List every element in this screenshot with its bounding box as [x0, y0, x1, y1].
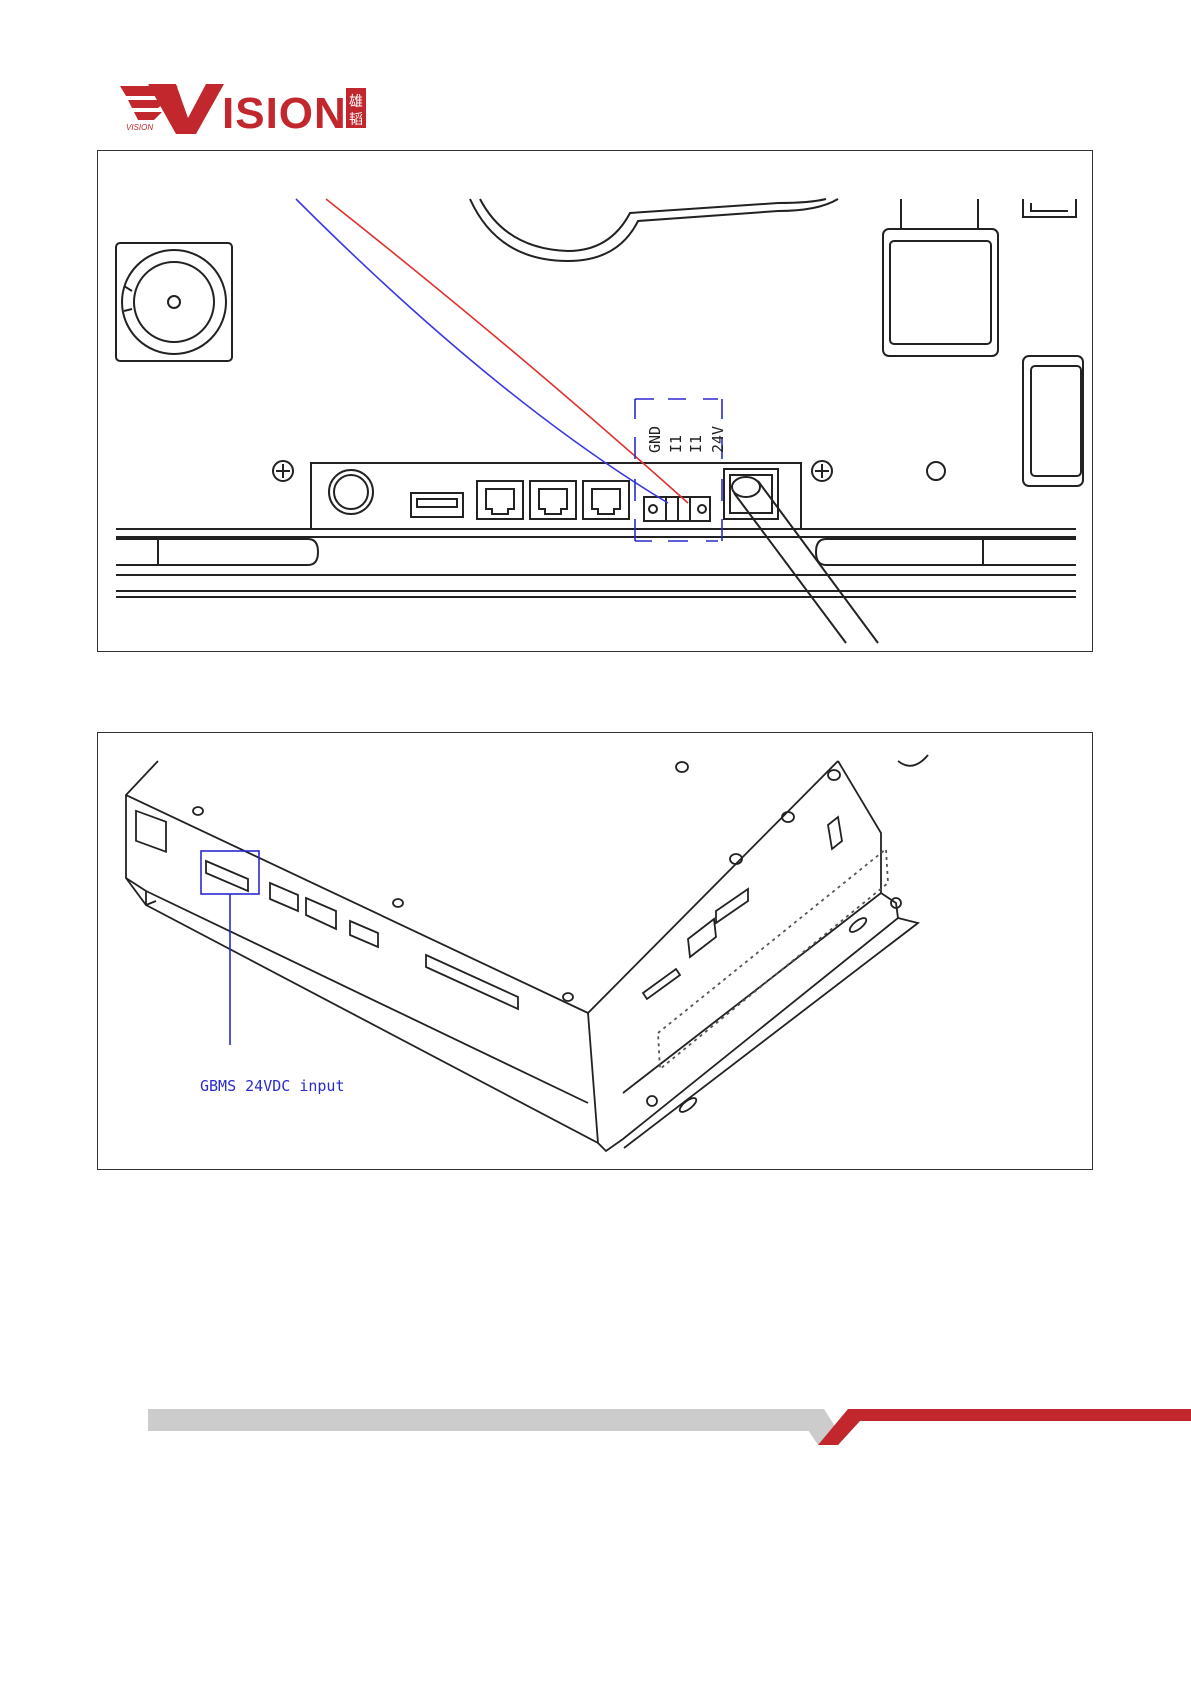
vision-logo-graphic: VISION ISION 雄 韬	[118, 82, 368, 136]
controller-box-drawing: GBMS 24VDC input	[98, 733, 1094, 1171]
footer-red-bar	[818, 1409, 1191, 1445]
footer-decoration	[148, 1405, 1191, 1445]
callout-label: GBMS 24VDC input	[200, 1077, 345, 1095]
terminal-label-i1-b: I1	[687, 435, 705, 453]
vision-logo: VISION ISION 雄 韬	[118, 82, 368, 136]
controller-box-figure: GBMS 24VDC input	[97, 732, 1093, 1170]
blue-wire	[296, 199, 668, 503]
terminal-label-24v: 24V	[709, 426, 727, 453]
connector-panel-drawing: GND I1 I1 24V	[98, 151, 1094, 653]
terminal-label-gnd: GND	[646, 426, 664, 453]
footer-gray-bar	[148, 1409, 820, 1431]
footer-bar-graphic	[148, 1405, 1191, 1445]
logo-small-text: VISION	[126, 123, 153, 132]
logo-chinese-1: 雄	[349, 94, 363, 110]
terminal-labels: GND I1 I1 24V	[646, 426, 727, 453]
logo-chinese-2: 韬	[349, 112, 363, 128]
callout-box	[201, 851, 259, 1045]
terminal-label-i1-a: I1	[667, 435, 685, 453]
logo-word: ISION	[222, 89, 347, 136]
connector-panel-figure: GND I1 I1 24V	[97, 150, 1093, 652]
